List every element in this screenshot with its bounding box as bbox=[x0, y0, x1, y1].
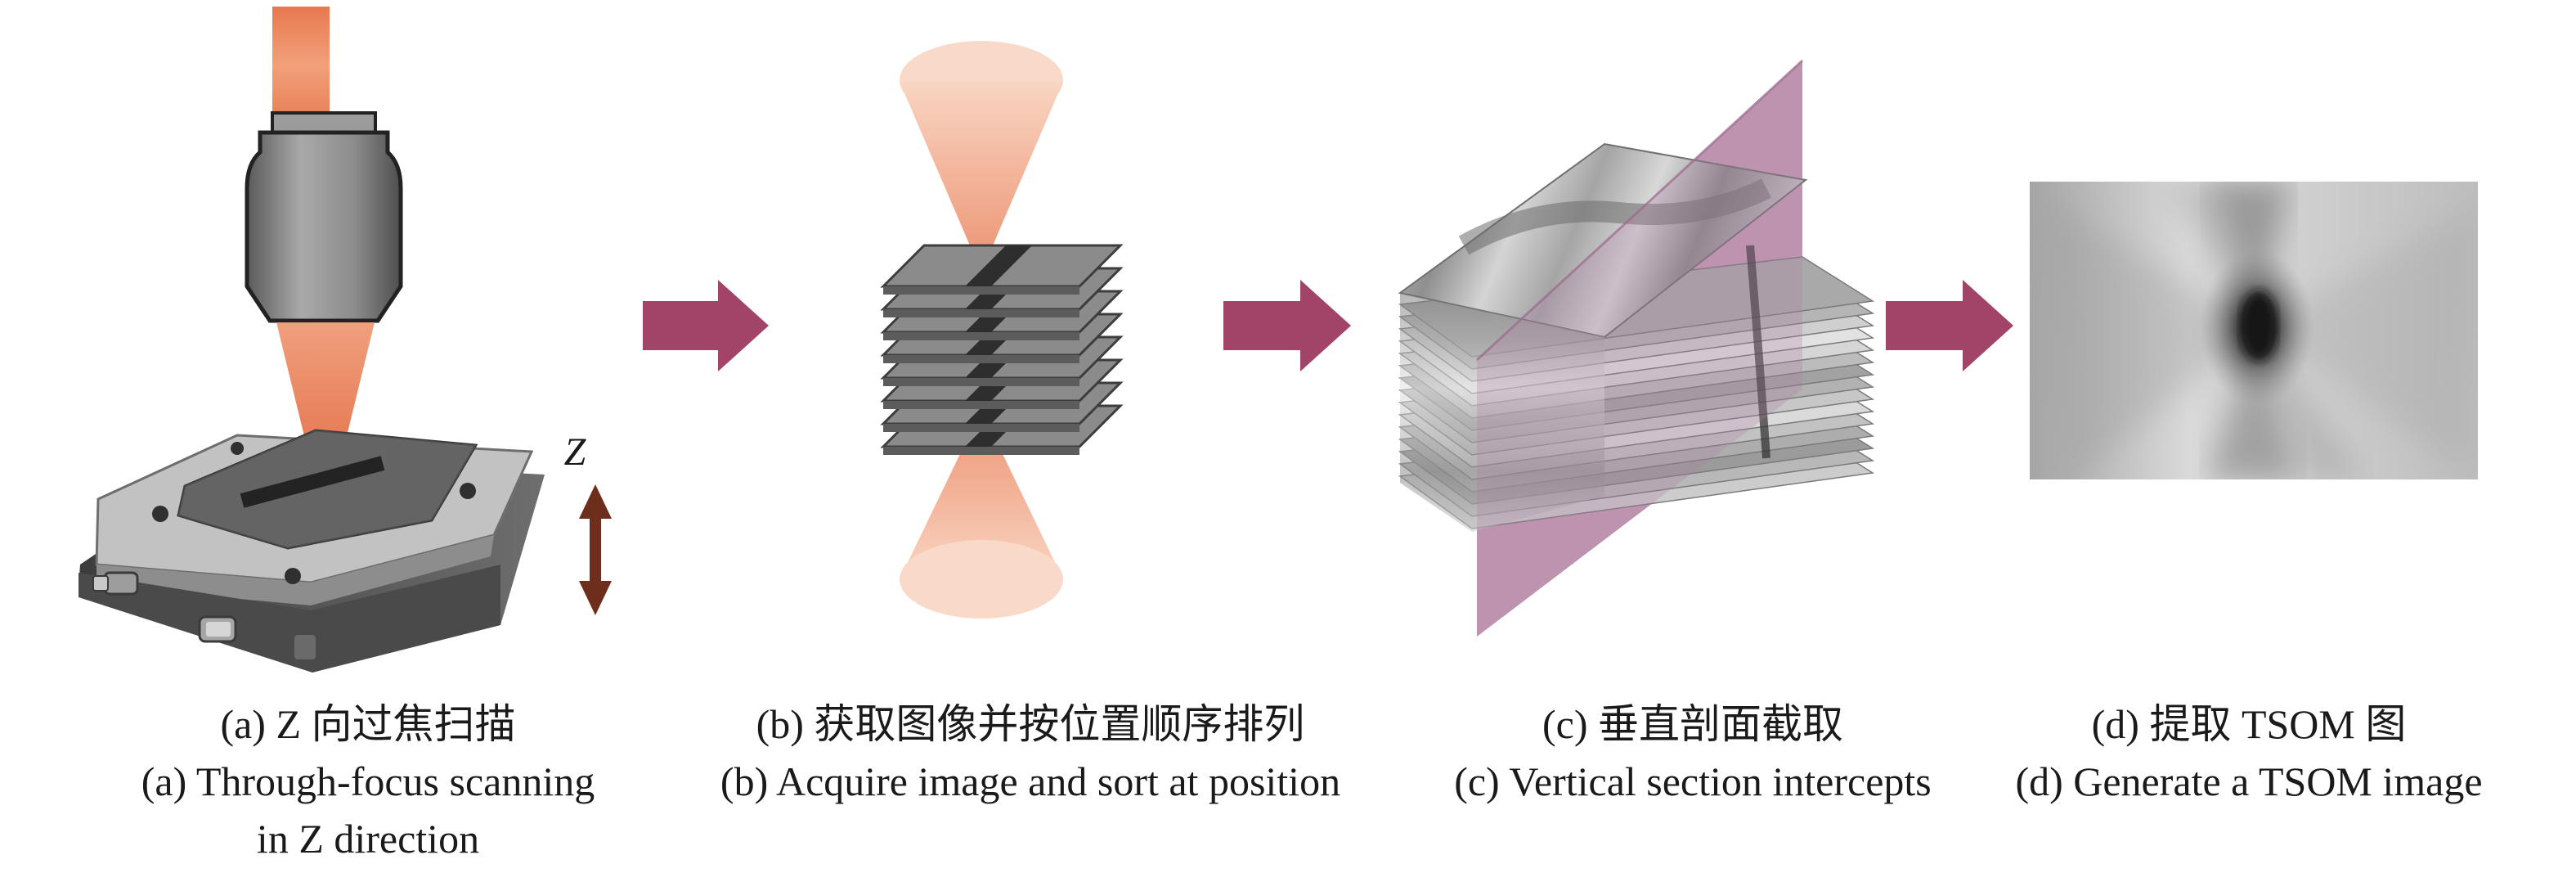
connector-right bbox=[198, 615, 237, 643]
sample-stage bbox=[79, 429, 545, 673]
flow-arrow-icon-1 bbox=[643, 280, 769, 371]
caption-a-en-2: in Z direction bbox=[256, 816, 480, 862]
panel-b-acquire-and-sort bbox=[880, 41, 1124, 619]
panel-c-vertical-section bbox=[1398, 59, 1875, 637]
caption-c-en: (c) Vertical section intercepts bbox=[1454, 758, 1932, 804]
caption-d-en: (d) Generate a TSOM image bbox=[2015, 758, 2483, 804]
upper-light-cone bbox=[900, 82, 1063, 245]
caption-panel-a: (a) Z 向过焦扫描 (a) Through-focus scanning i… bbox=[49, 695, 687, 867]
objective-collar bbox=[271, 111, 377, 134]
panel-d-tsom-image bbox=[2030, 182, 2478, 479]
caption-panel-c: (c) 垂直剖面截取 (c) Vertical section intercep… bbox=[1415, 695, 1971, 810]
objective-lens-icon bbox=[245, 130, 403, 323]
caption-a-en-1: (a) Through-focus scanning bbox=[141, 758, 595, 804]
tsom-process-diagram: Z bbox=[79, 7, 2478, 673]
lower-light-cone bbox=[900, 434, 1063, 579]
caption-b-en: (b) Acquire image and sort at position bbox=[720, 758, 1341, 804]
z-direction-arrow-icon bbox=[579, 484, 612, 615]
caption-panel-d: (d) 提取 TSOM 图 (d) Generate a TSOM image bbox=[1963, 695, 2535, 810]
focused-light-cone bbox=[276, 322, 375, 483]
caption-a-zh: (a) Z 向过焦扫描 bbox=[220, 701, 516, 747]
caption-d-zh: (d) 提取 TSOM 图 bbox=[2091, 701, 2407, 747]
caption-c-zh: (c) 垂直剖面截取 bbox=[1542, 701, 1843, 747]
flow-arrow-icon-2 bbox=[1223, 280, 1351, 371]
tsom-pattern bbox=[2044, 182, 2478, 479]
caption-panel-b: (b) 获取图像并按位置顺序排列 (b) Acquire image and s… bbox=[671, 695, 1390, 810]
panel-a-through-focus-scanning: Z bbox=[79, 7, 612, 673]
connector-left bbox=[92, 571, 139, 596]
section-plane-front bbox=[1477, 61, 1802, 637]
caption-b-zh: (b) 获取图像并按位置顺序排列 bbox=[756, 701, 1305, 747]
image-volume-stack bbox=[1398, 142, 1875, 532]
z-axis-label: Z bbox=[564, 430, 587, 474]
illumination-beam bbox=[272, 7, 330, 113]
plate-dark-stripe bbox=[965, 245, 1032, 286]
image-plate-stack bbox=[880, 244, 1124, 455]
flow-arrow-icon-3 bbox=[1886, 280, 2013, 371]
